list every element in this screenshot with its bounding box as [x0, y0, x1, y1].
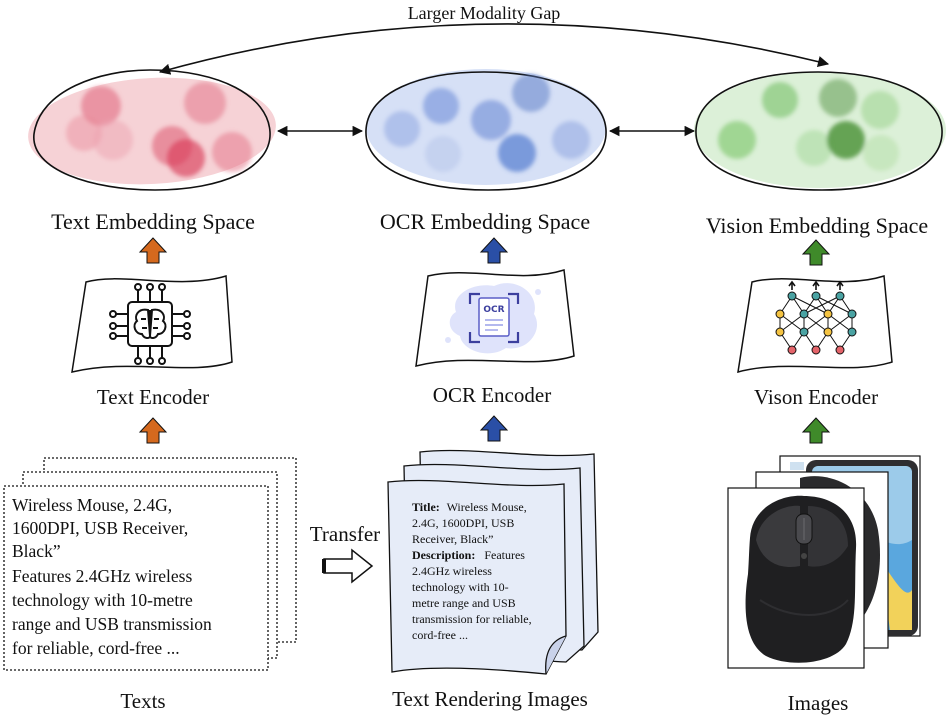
ocr-embedding-dot — [423, 88, 459, 124]
text-doc-line: for reliable, cord-free ... — [12, 638, 180, 658]
ocr-doc-line: technology with 10- — [412, 580, 509, 594]
vision-embedding-dot — [762, 82, 798, 118]
ocr-up-arrow — [479, 237, 509, 264]
text-embedding-dot — [212, 132, 252, 172]
ocr-space-outline — [365, 71, 607, 191]
modality-gap-arrow — [158, 23, 830, 75]
image-stack — [727, 455, 921, 669]
vision-up-arrow — [801, 239, 831, 266]
vision-embedding-dot — [861, 91, 899, 129]
rendered-image-stack — [387, 449, 599, 675]
text-doc-line: Features 2.4GHz wireless — [12, 566, 192, 586]
vision-encoder-panel — [737, 275, 893, 374]
mouse-icon — [745, 495, 857, 663]
text-doc-line: Black” — [12, 541, 61, 561]
text-embedding-space — [28, 69, 276, 191]
ocr-doc-desc-key: Description: — [412, 548, 475, 562]
vision-embedding-dot — [819, 79, 857, 117]
text-document-content: Wireless Mouse, 2.4G, 1600DPI, USB Recei… — [12, 495, 212, 658]
text-input-up-arrow — [138, 417, 168, 444]
ocr-doc-line: Description: Features — [412, 548, 525, 562]
neural-network-icon — [775, 280, 857, 355]
vision-space-label: Vision Embedding Space — [706, 213, 928, 238]
text-up-arrow — [138, 237, 168, 264]
ocr-embedding-space — [365, 69, 607, 191]
texts-input-label: Texts — [120, 689, 165, 713]
text-doc-line: range and USB transmission — [12, 614, 212, 634]
ocr-doc-line: metre range and USB — [412, 596, 516, 610]
text-doc-line: technology with 10-metre — [12, 590, 193, 610]
brain-chip-icon — [109, 283, 191, 365]
ocr-space-label: OCR Embedding Space — [380, 209, 590, 234]
modality-gap-label: Larger Modality Gap — [408, 3, 561, 23]
ocr-embedding-dot — [512, 74, 550, 112]
ocr-doc-line: 2.4G, 1600DPI, USB — [412, 516, 514, 530]
vision-embedding-dot — [796, 130, 832, 166]
ocr-doc-line: Receiver, Black” — [412, 532, 493, 546]
ocr-embedding-dot — [384, 111, 420, 147]
text-rendering-images-label: Text Rendering Images — [392, 687, 588, 711]
text-document-stack — [3, 457, 297, 671]
vision-encoder-label: Vison Encoder — [754, 385, 878, 409]
ocr-doc-desc-text: Features — [484, 548, 525, 562]
text-embedding-dot — [93, 120, 133, 160]
text-embedding-dot — [66, 115, 102, 151]
transfer-arrow — [322, 548, 374, 584]
ocr-encoder-label: OCR Encoder — [433, 383, 551, 407]
ocr-doc-line: transmission for reliable, — [412, 612, 532, 626]
ocr-doc-line: 2.4GHz wireless — [412, 564, 492, 578]
ocr-input-up-arrow — [479, 415, 509, 442]
vision-space-outline — [695, 71, 943, 191]
ocr-encoder-panel: OCR — [415, 269, 575, 368]
text-doc-line: Wireless Mouse, 2.4G, — [12, 495, 172, 515]
text-embedding-dot — [184, 82, 226, 124]
ocr-embedding-dot — [552, 121, 590, 159]
images-input-label: Images — [788, 691, 849, 715]
text-embedding-dot — [81, 86, 121, 126]
vision-embedding-dot — [827, 121, 865, 159]
text-space-label: Text Embedding Space — [51, 209, 255, 234]
ocr-embedding-dot — [425, 136, 461, 172]
ocr-doc-line: Title: Wireless Mouse, — [412, 500, 527, 514]
ocr-icon-text: OCR — [483, 305, 504, 315]
rendered-image-content: Title: Wireless Mouse, 2.4G, 1600DPI, US… — [412, 500, 532, 642]
vision-embedding-space — [694, 71, 946, 191]
ocr-doc-line: cord-free ... — [412, 628, 468, 642]
transfer-label: Transfer — [310, 522, 380, 546]
text-embedding-dot — [167, 139, 205, 177]
vision-input-up-arrow — [801, 417, 831, 444]
ocr-embedding-dot — [471, 100, 511, 140]
text-encoder-label: Text Encoder — [97, 385, 209, 409]
vision-embedding-dot — [863, 135, 899, 171]
text-space-outline — [33, 69, 271, 191]
vision-embedding-dot — [718, 121, 756, 159]
ocr-doc-title-text: Wireless Mouse, — [447, 500, 527, 514]
ocr-embedding-dot — [498, 134, 536, 172]
ocr-doc-title-key: Title: — [412, 500, 440, 514]
ocr-document-icon: OCR — [445, 283, 541, 354]
text-encoder-panel — [71, 275, 233, 373]
text-doc-line: 1600DPI, USB Receiver, — [12, 518, 188, 538]
